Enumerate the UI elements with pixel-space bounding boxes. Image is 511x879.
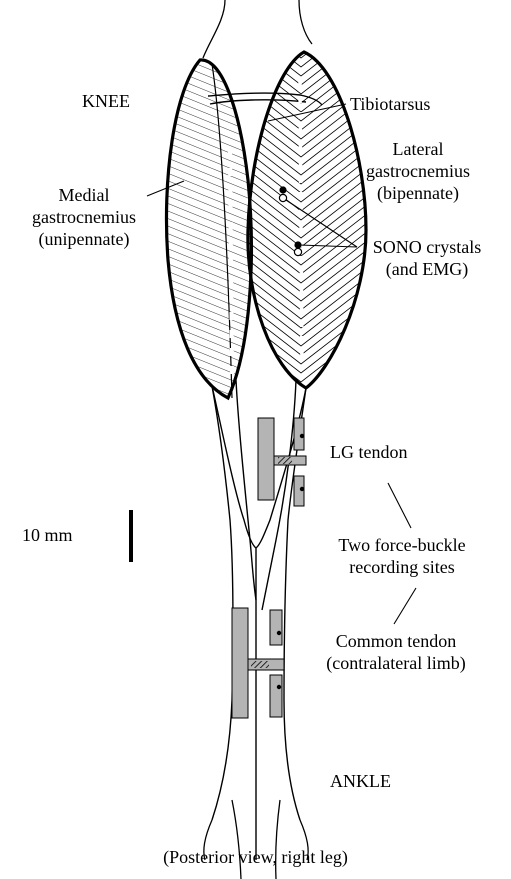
medial-line3: (unipennate) <box>14 228 154 250</box>
lateral-line1: Lateral <box>350 138 486 160</box>
medial-gastrocnemius <box>166 60 251 398</box>
lateral-line2: gastrocnemius <box>350 160 486 182</box>
femur-outline <box>203 0 312 58</box>
lateral-gastrocnemius-label: Lateral gastrocnemius (bipennate) <box>350 138 486 204</box>
force-buckle-line2: recording sites <box>314 556 490 578</box>
leader-lg-tendon <box>388 483 411 528</box>
tibiotarsus-label: Tibiotarsus <box>350 93 430 115</box>
common-tendon-force-buckle <box>232 608 284 718</box>
leader-common-tendon <box>394 588 416 624</box>
lateral-fascicle-line <box>221 0 381 49</box>
common-tendon-line2: (contralateral limb) <box>298 652 494 674</box>
common-tendon-line1: Common tendon <box>298 630 494 652</box>
common-tendon-label: Common tendon (contralateral limb) <box>298 630 494 674</box>
medial-line1: Medial <box>14 184 154 206</box>
sono-line2: (and EMG) <box>354 258 500 280</box>
caption: (Posterior view, right leg) <box>0 846 511 868</box>
lateral-center-dashes <box>300 80 302 370</box>
leader-tibiotarsus <box>268 104 346 121</box>
force-buckle-label: Two force-buckle recording sites <box>314 534 490 578</box>
scale-bar-label: 10 mm <box>22 524 73 546</box>
medial-line2: gastrocnemius <box>14 206 154 228</box>
lateral-fascicle-line <box>221 0 381 58</box>
lg-tendon-force-buckle <box>258 418 306 506</box>
force-buckle-line1: Two force-buckle <box>314 534 490 556</box>
lg-tendon-label: LG tendon <box>330 441 407 463</box>
knee-label: KNEE <box>82 90 130 112</box>
ankle-label: ANKLE <box>330 770 391 792</box>
lateral-line3: (bipennate) <box>350 182 486 204</box>
scale-bar <box>129 510 133 562</box>
sono-crystals-label: SONO crystals (and EMG) <box>354 236 500 280</box>
sono-line1: SONO crystals <box>354 236 500 258</box>
medial-gastrocnemius-label: Medial gastrocnemius (unipennate) <box>14 184 154 250</box>
